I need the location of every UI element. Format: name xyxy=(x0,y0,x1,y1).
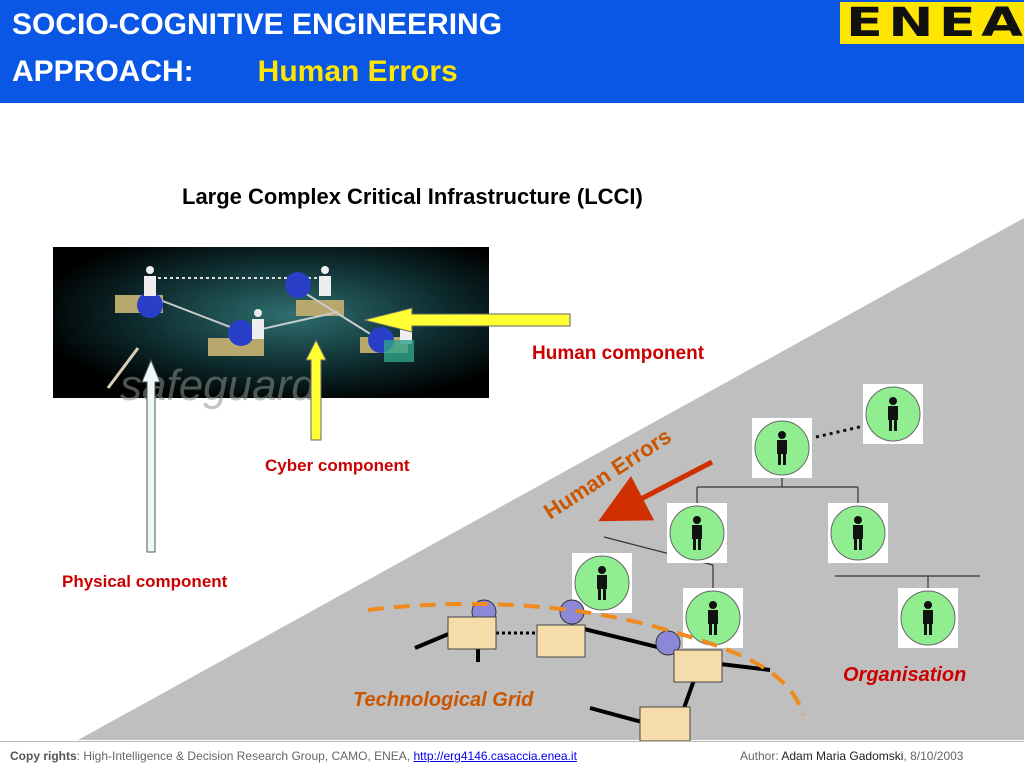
cyber-component-label: Cyber component xyxy=(265,456,410,476)
cyber-label-prefix: Cyber xyxy=(265,456,314,475)
slide-title-approach: APPROACH: xyxy=(12,55,194,88)
slide-subtitle: Human Errors xyxy=(257,55,458,88)
footer-author: Author: Adam Maria Gadomski, 8/10/2003 xyxy=(740,749,963,763)
organisation-label: Organisation xyxy=(843,664,967,686)
footer-date: , 8/10/2003 xyxy=(903,749,964,763)
lcci-heading: Large Complex Critical Infrastructure (L… xyxy=(182,184,643,209)
technological-grid-label: Technological Grid xyxy=(353,689,534,711)
human-component-arrow xyxy=(363,307,571,333)
safeguard-photo: safeguard xyxy=(53,247,489,410)
slide-title-line1: SOCIO-COGNITIVE ENGINEERING xyxy=(12,8,503,41)
author-label: Author: xyxy=(740,749,782,763)
enea-logo: ENEA xyxy=(840,0,1024,46)
slide-title-line2: APPROACH: Human Errors xyxy=(12,55,458,89)
footer: Copy rights: High-Intelligence & Decisio… xyxy=(0,741,1024,769)
grey-plane xyxy=(78,218,1024,740)
human-errors-arrow xyxy=(598,459,714,522)
author-name: Adam Maria Gadomski xyxy=(781,749,904,763)
technological-grid xyxy=(367,599,805,742)
enea-logo-text: ENEA xyxy=(846,0,1024,46)
cyber-component-arrow xyxy=(305,338,327,441)
footer-copyright: Copy rights: High-Intelligence & Decisio… xyxy=(10,749,577,763)
person-icons xyxy=(572,384,958,648)
cyber-label-suffix: component xyxy=(313,456,410,475)
physical-component-arrow xyxy=(141,358,161,553)
physical-component-label: Physical component xyxy=(62,572,228,591)
copyright-label: Copy rights xyxy=(10,749,77,763)
title-bar: SOCIO-COGNITIVE ENGINEERING APPROACH: Hum… xyxy=(0,0,1024,103)
human-component-label: Human component xyxy=(532,343,705,364)
copyright-text: : High-Intelligence & Decision Research … xyxy=(76,749,414,763)
group-website-link[interactable]: http://erg4146.casaccia.enea.it xyxy=(413,749,577,763)
